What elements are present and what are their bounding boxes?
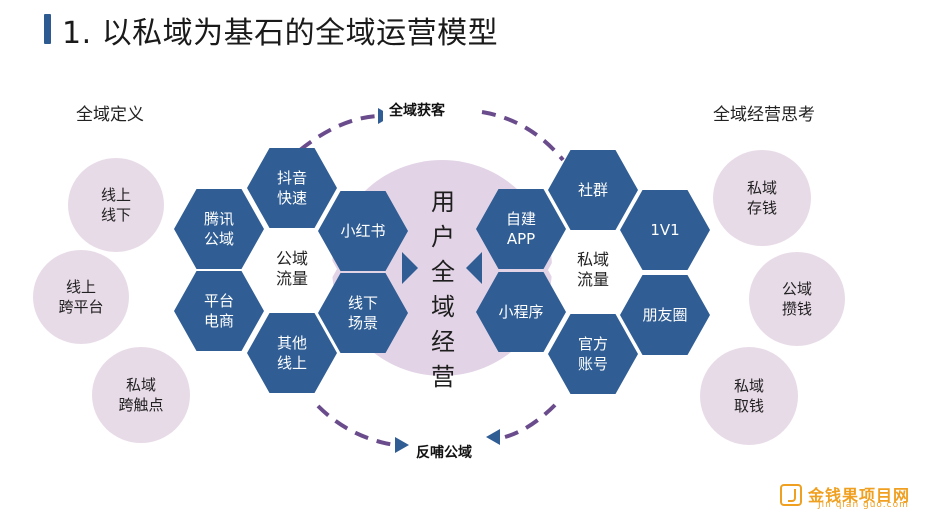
top-arrow-label: 全域获客 xyxy=(383,98,451,122)
public-hex-other-online: 其他 线上 xyxy=(247,313,337,393)
right-section-title: 全域经营思考 xyxy=(713,105,815,125)
top-right-arc xyxy=(481,110,565,162)
left-bubble-2: 线上 跨平台 xyxy=(33,250,129,344)
public-hex-offline-label: 线下 场景 xyxy=(347,294,378,332)
private-hex-moments-label: 朋友圈 xyxy=(642,306,688,324)
left-bubble-1-label: 线上 线下 xyxy=(100,186,131,224)
bottom-left-arc xyxy=(316,404,396,447)
public-hex-offline: 线下 场景 xyxy=(318,273,408,353)
right-bubble-3: 私域 取钱 xyxy=(700,347,798,445)
right-bubble-1: 私域 存钱 xyxy=(713,150,811,246)
right-bubble-2-label: 公域 攒钱 xyxy=(781,280,812,318)
bottom-arrow-label: 反哺公域 xyxy=(410,440,478,464)
bottom-right-arc xyxy=(504,403,557,439)
public-hex-ecommerce-label: 平台 电商 xyxy=(203,292,234,330)
private-hex-official-account-label: 官方 账号 xyxy=(577,335,608,373)
public-hex-other-online-label: 其他 线上 xyxy=(276,334,307,372)
public-hex-xiaohongshu-label: 小红书 xyxy=(340,222,386,240)
left-bubble-3: 私域 跨触点 xyxy=(92,347,190,443)
public-hex-ecommerce: 平台 电商 xyxy=(174,271,264,351)
right-bubble-2: 公域 攒钱 xyxy=(749,252,845,346)
public-hex-douyin-label: 抖音 快速 xyxy=(276,169,307,207)
center-arrow-left xyxy=(466,252,482,284)
watermark-logo-icon xyxy=(780,484,802,506)
left-bubble-3-label: 私域 跨触点 xyxy=(118,376,164,414)
public-traffic-label: 公域 流量 xyxy=(275,249,308,288)
private-hex-1v1-label: 1V1 xyxy=(650,221,680,239)
private-hex-official-account: 官方 账号 xyxy=(548,314,638,394)
page-title: 1. 以私域为基石的全域运营模型 xyxy=(62,16,499,51)
private-hex-mini-program-label: 小程序 xyxy=(498,303,544,321)
watermark-text: 金钱果项目网 xyxy=(808,486,911,505)
private-hex-community-label: 社群 xyxy=(577,181,608,199)
private-traffic-label: 私域 流量 xyxy=(576,250,609,289)
left-bubble-2-label: 线上 跨平台 xyxy=(58,278,104,316)
center-arrow-right xyxy=(402,252,418,284)
title-accent-bar xyxy=(44,14,51,44)
center-label: 用 户 全 域 经 营 xyxy=(431,188,455,391)
private-hex-moments: 朋友圈 xyxy=(620,275,710,355)
private-hex-own-app-label: 自建 APP xyxy=(505,210,536,248)
public-hex-tencent-label: 腾讯 公域 xyxy=(203,210,234,248)
left-section-title: 全域定义 xyxy=(76,105,144,125)
private-hex-mini-program: 小程序 xyxy=(476,272,566,352)
right-bubble-1-label: 私域 存钱 xyxy=(746,179,777,217)
top-left-arc xyxy=(298,114,379,152)
left-bubble-1: 线上 线下 xyxy=(68,158,164,252)
bottom-arrowhead-left xyxy=(395,437,409,453)
watermark-subtext: Jin qian guo.com xyxy=(818,500,909,510)
right-bubble-3-label: 私域 取钱 xyxy=(733,377,764,415)
bottom-arrowhead-right xyxy=(486,429,500,445)
